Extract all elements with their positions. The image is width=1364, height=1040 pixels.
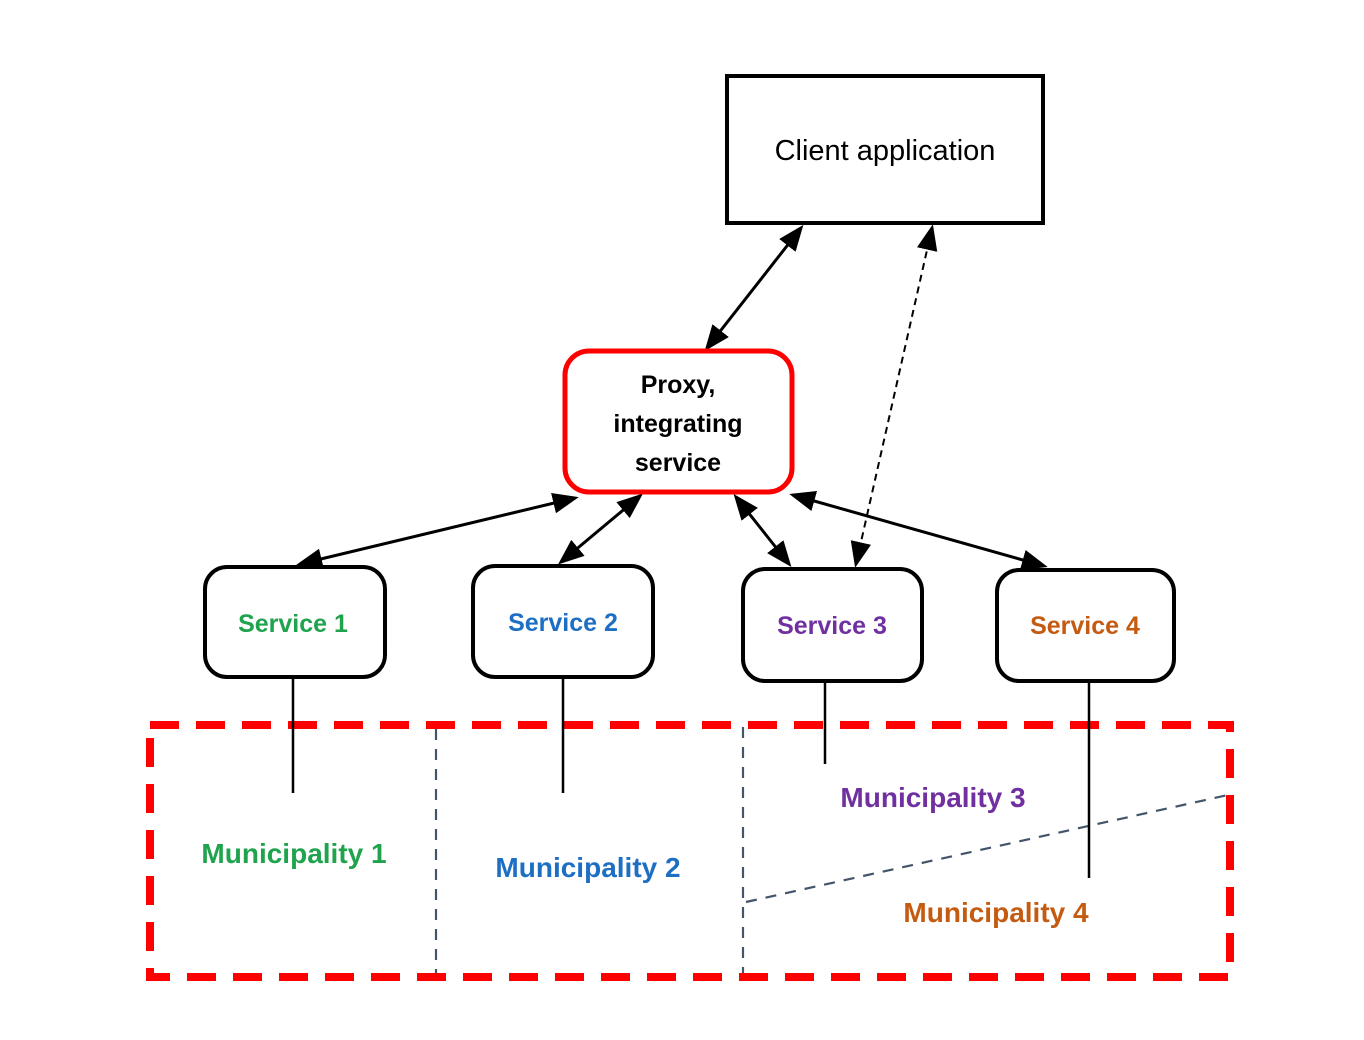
proxy-label-line3: service [635,449,721,477]
proxy-label-line2: integrating [613,410,742,438]
arrow-proxy-service2 [558,493,643,565]
service-1-box [203,565,387,679]
dashed-arrow-client-service3 [850,224,938,568]
arrow-proxy-service4 [789,491,1048,570]
divider-municipality-3-4 [745,793,1229,904]
service-1-label: Service 1 [238,610,348,638]
service-4-label: Service 4 [1030,612,1140,640]
service-2-node: Service 2 [471,564,655,679]
municipality-2-label: Municipality 2 [495,852,680,883]
municipality-4-label: Municipality 4 [903,897,1089,928]
service-2-label: Service 2 [508,609,618,637]
service-3-box [741,567,924,683]
service-2-box [471,564,655,679]
arrow-client-proxy [704,224,804,352]
municipality-3-label: Municipality 3 [840,782,1025,813]
proxy-node: Proxy, integrating service [562,348,795,495]
proxy-box [562,348,795,495]
arrow-proxy-service1 [296,493,579,569]
service-4-box [995,568,1176,683]
service-4-node: Service 4 [995,568,1176,683]
service-3-label: Service 3 [777,612,887,640]
proxy-label-line1: Proxy, [641,371,716,399]
service-1-node: Service 1 [203,565,387,679]
municipalities-region-border [146,721,1234,981]
client-application-node: Client application [725,74,1045,225]
client-application-label: Client application [775,135,996,167]
municipality-1-label: Municipality 1 [201,838,386,869]
arrow-proxy-service3 [733,493,792,568]
client-application-box [725,74,1045,225]
service-3-node: Service 3 [741,567,924,683]
